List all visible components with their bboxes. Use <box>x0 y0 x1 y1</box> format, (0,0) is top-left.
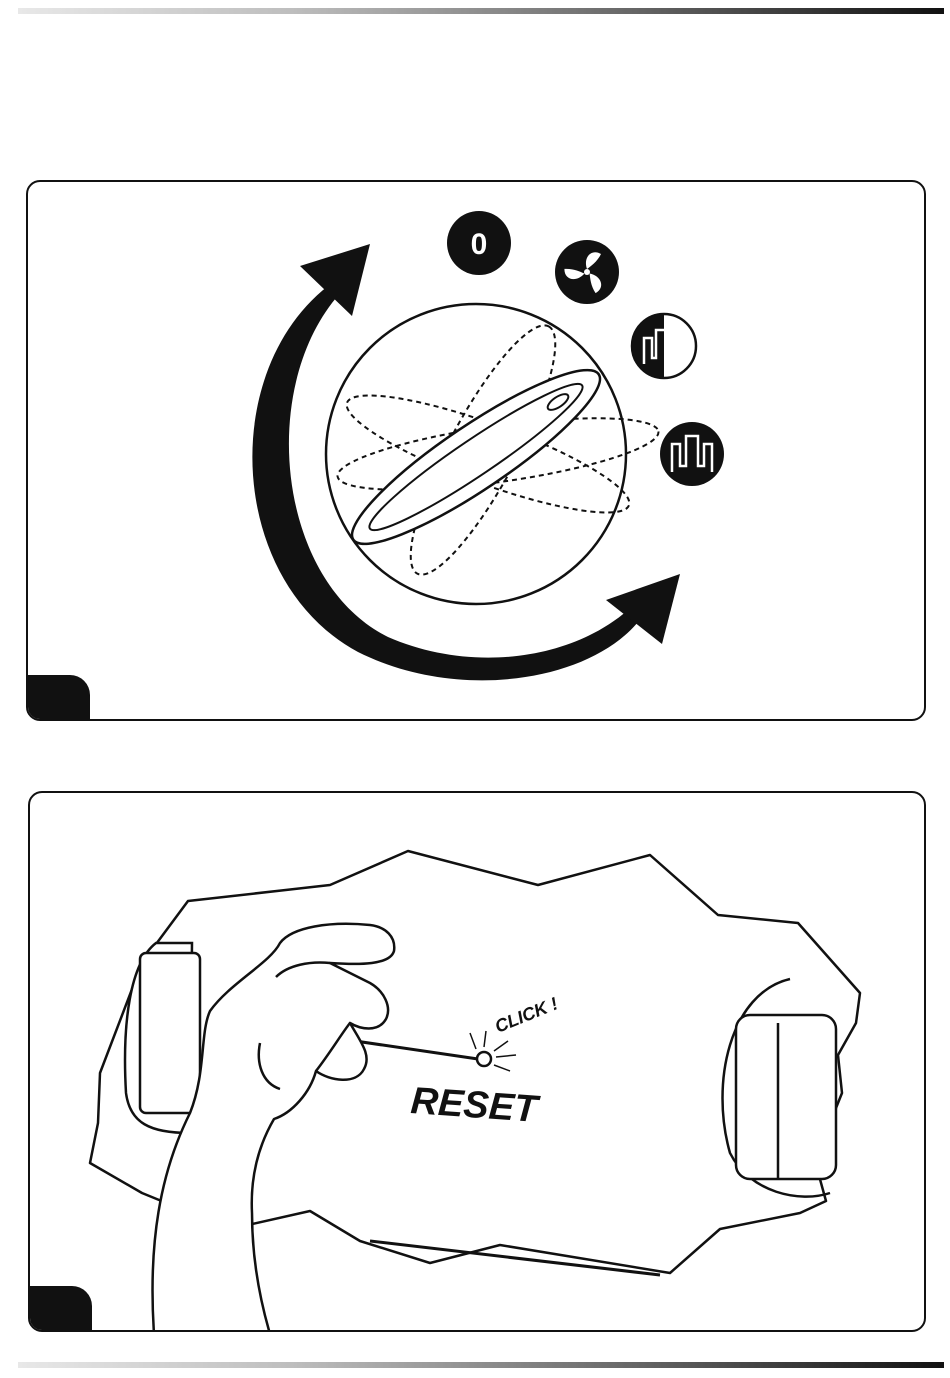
off-symbol-label: 0 <box>471 228 488 261</box>
knob-diagram: 0 <box>28 182 926 721</box>
bottom-gradient-bar <box>18 1362 944 1368</box>
fan-icon <box>555 240 619 304</box>
half-heat-icon <box>632 314 696 378</box>
figure-number-badge <box>28 1286 92 1332</box>
figure-number-badge <box>26 675 90 721</box>
reset-diagram: CLICK ! RESET <box>30 793 926 1332</box>
reset-figure-panel: CLICK ! RESET <box>28 791 926 1332</box>
knob-figure-panel: 0 <box>26 180 926 721</box>
left-handle <box>125 943 200 1133</box>
top-gradient-bar <box>18 8 944 14</box>
full-heat-icon <box>660 422 724 486</box>
reset-button[interactable] <box>477 1052 491 1066</box>
off-icon: 0 <box>447 211 511 275</box>
